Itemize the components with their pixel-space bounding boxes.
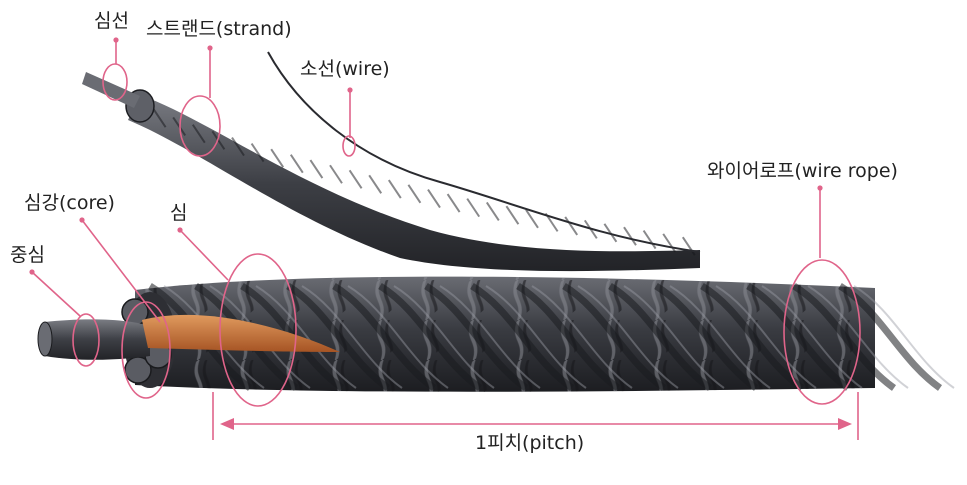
strand-stripes xyxy=(133,96,696,256)
label-center: 중심 xyxy=(10,244,45,266)
strand-groove xyxy=(623,226,637,246)
strand-groove xyxy=(250,142,265,163)
strand-groove xyxy=(485,201,500,222)
rope-strand-highlight xyxy=(577,285,679,389)
unwound-strand xyxy=(82,72,700,272)
rope-strand-highlight xyxy=(807,285,909,389)
strand-groove xyxy=(427,188,441,209)
strand-groove xyxy=(231,137,245,157)
rope-open-end xyxy=(37,292,340,388)
strand-groove xyxy=(564,216,579,236)
strand-groove xyxy=(446,193,461,213)
leader-line xyxy=(31,271,81,317)
rope-strand-groove xyxy=(470,283,575,391)
strand-groove xyxy=(348,169,363,189)
rope-strand-highlight xyxy=(531,285,633,389)
rope-strand-groove xyxy=(378,283,483,391)
marker-ellipse xyxy=(783,259,861,405)
main-rope xyxy=(135,276,955,392)
pitch-dimension xyxy=(212,392,859,440)
rope-strand-groove xyxy=(654,283,759,391)
strand-groove xyxy=(681,236,696,256)
strand-body xyxy=(128,95,700,272)
marker-ellipse xyxy=(219,253,297,407)
annotations xyxy=(31,40,861,407)
rope-strand-highlight xyxy=(347,285,449,389)
rope-strand-helix xyxy=(135,276,875,392)
marker-ellipse xyxy=(121,301,171,399)
strand-groove xyxy=(270,148,285,168)
strand-groove xyxy=(309,159,324,179)
strand-groove xyxy=(642,230,657,250)
strand-groove xyxy=(603,223,618,243)
label-wire: 소선(wire) xyxy=(300,58,390,80)
label-pitch: 1피치(pitch) xyxy=(475,432,585,454)
marker-ellipse xyxy=(72,313,100,367)
rope-strand-groove xyxy=(332,283,437,391)
strand-groove xyxy=(662,233,677,253)
pitch-arrow-right xyxy=(838,418,852,430)
strand-groove xyxy=(505,205,520,225)
core-rod-end xyxy=(37,321,53,357)
rope-strand-highlight xyxy=(255,285,357,389)
rope-strand-highlight xyxy=(301,285,403,389)
rope-strand-highlight xyxy=(761,285,863,389)
strand-groove xyxy=(525,209,539,229)
rope-strand-highlight xyxy=(669,285,771,389)
strand-groove xyxy=(172,116,187,136)
single-wire xyxy=(267,51,701,253)
rope-strand-highlight xyxy=(485,285,587,389)
rope-strand-groove xyxy=(700,283,805,391)
pitch-arrow-left xyxy=(220,418,234,430)
rope-strand-highlight xyxy=(393,285,495,389)
fiber-core xyxy=(142,314,340,352)
marker-ellipse xyxy=(179,95,221,157)
leader-dots xyxy=(29,37,823,275)
rope-strand-groove xyxy=(424,283,529,391)
rope-strand-groove xyxy=(516,283,621,391)
core-wire xyxy=(82,72,140,108)
label-core-wire: 심선 xyxy=(94,10,129,32)
marker-ellipse xyxy=(102,63,128,101)
strand-groove xyxy=(407,184,422,204)
rope-strand-highlight xyxy=(439,285,541,389)
strand-groove xyxy=(191,124,206,144)
rope-strand-groove xyxy=(608,283,713,391)
rope-stripes xyxy=(148,283,955,391)
label-core-steel: 심강(core) xyxy=(24,192,115,214)
rope-strand-groove xyxy=(562,283,667,391)
strand-groove xyxy=(152,108,167,128)
strand-groove xyxy=(289,154,304,174)
rope-strand-groove xyxy=(838,283,943,391)
rope-strand-highlight xyxy=(623,285,725,389)
rope-strand-groove xyxy=(792,283,897,391)
label-wire-rope: 와이어로프(wire rope) xyxy=(707,160,898,182)
rope-strand-groove xyxy=(746,283,851,391)
rope-strand-highlight xyxy=(715,285,817,389)
strand-groove xyxy=(329,164,343,184)
leader-line xyxy=(179,229,229,281)
strand-groove xyxy=(368,174,383,194)
strand-groove xyxy=(387,179,402,199)
strand-groove xyxy=(466,198,481,218)
rope-strand-highlight xyxy=(853,285,955,389)
leader-line xyxy=(81,219,161,323)
label-core: 심 xyxy=(170,202,188,224)
rope-strand-groove xyxy=(286,283,391,391)
marker-ellipse xyxy=(342,135,356,157)
label-strand: 스트랜드(strand) xyxy=(146,18,292,40)
